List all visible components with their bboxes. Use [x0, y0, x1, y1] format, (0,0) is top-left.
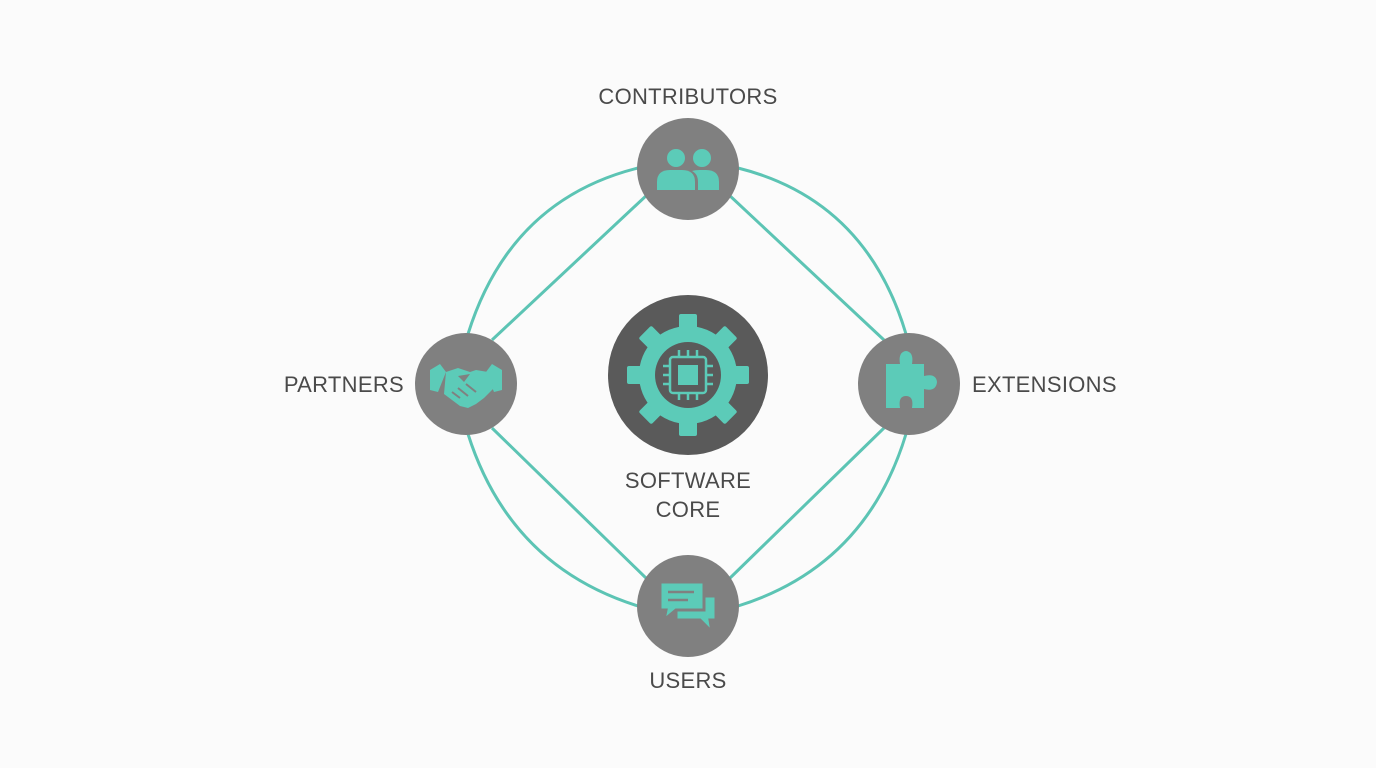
users-label: USERS [649, 668, 726, 693]
node-partners: PARTNERS [284, 333, 517, 435]
ring-arc-bottom-right [737, 433, 908, 608]
puzzle-piece-icon [886, 351, 937, 408]
core-label-line2: CORE [656, 497, 721, 522]
partners-label: PARTNERS [284, 372, 404, 397]
people-icon [657, 149, 719, 190]
chat-bubbles-icon [658, 580, 718, 637]
core-label-line1: SOFTWARE [625, 468, 751, 493]
handshake-icon [430, 364, 502, 408]
ring-arc-top-right [737, 166, 908, 335]
node-contributors-circle [637, 118, 739, 220]
node-extensions: EXTENSIONS [858, 333, 1117, 435]
extensions-label: EXTENSIONS [972, 372, 1117, 397]
software-core: SOFTWARE CORE [608, 295, 768, 522]
connector-contributors-extensions [726, 192, 886, 342]
diamond-connectors [490, 192, 886, 582]
connector-partners-users [490, 426, 650, 582]
gear-chip-icon [627, 314, 749, 436]
connector-contributors-partners [490, 192, 650, 342]
ring-arc-top-left [466, 166, 639, 335]
connector-extensions-users [726, 426, 886, 582]
contributors-label: CONTRIBUTORS [598, 84, 777, 109]
ring-arc-bottom-left [466, 433, 639, 608]
node-users: USERS [637, 555, 739, 693]
outer-ring [466, 166, 908, 608]
node-contributors: CONTRIBUTORS [598, 84, 777, 220]
